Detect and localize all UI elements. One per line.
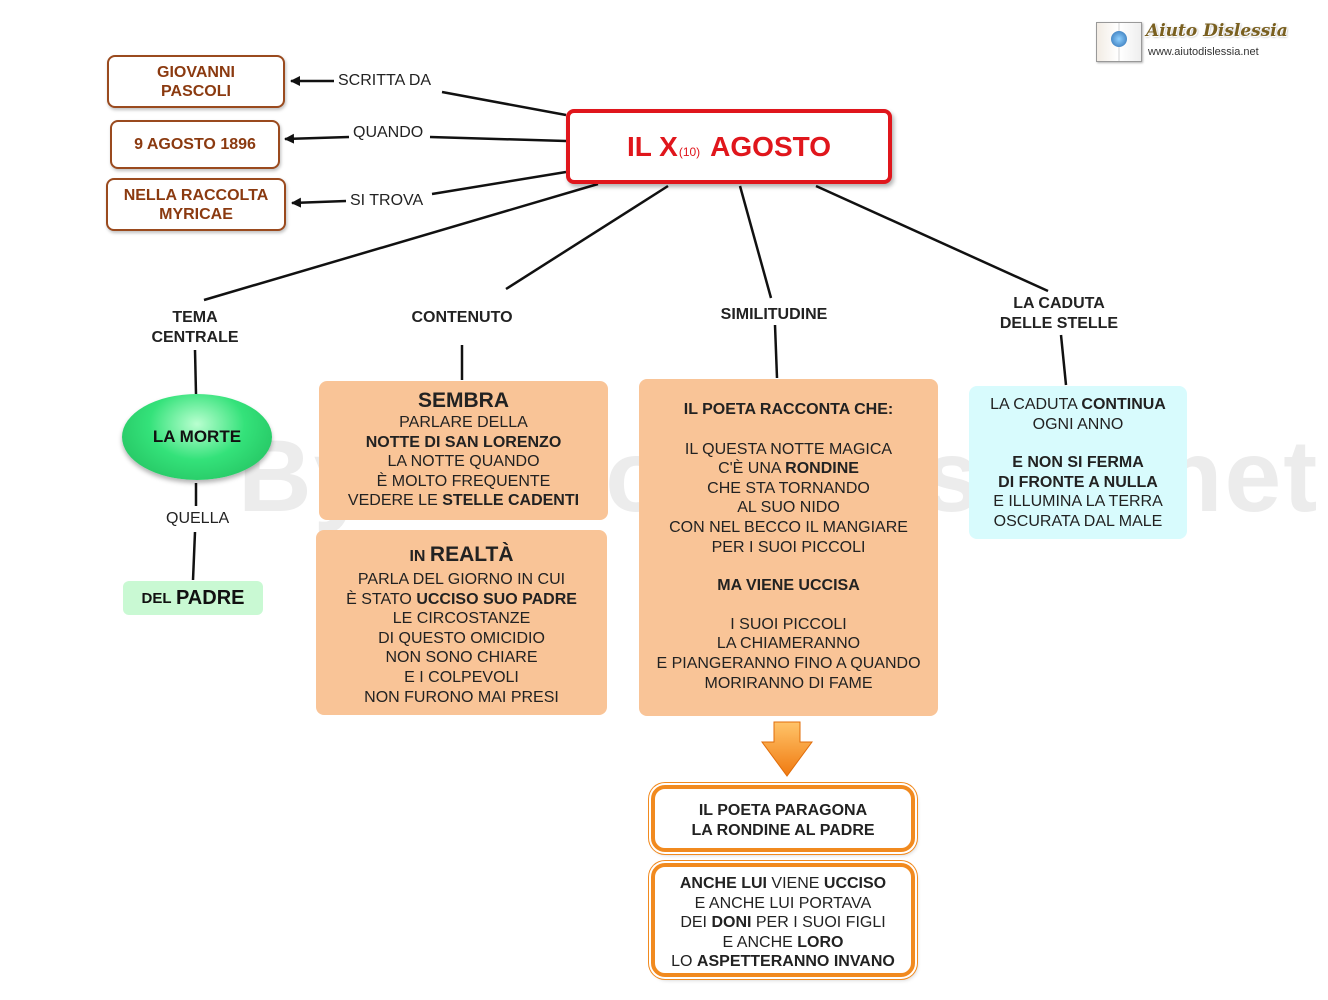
- realta-head: IN REALTÀ: [409, 543, 514, 566]
- padre-box: DEL PADRE: [123, 581, 263, 615]
- sembra-head: SEMBRA: [417, 389, 509, 412]
- line-title-tema: [203, 182, 599, 302]
- line-similitudine-poeta: [773, 324, 779, 379]
- label-quella: QUELLA: [163, 510, 233, 528]
- title-main: IL X: [626, 130, 678, 162]
- branch-contenuto: CONTENUTO: [392, 308, 532, 328]
- arrow-trova: [291, 197, 347, 208]
- title-box: IL X (10) AGOSTO: [566, 109, 892, 184]
- line-title-similitudine: [738, 185, 773, 299]
- logo-url: www.aiutodislessia.net: [1148, 46, 1259, 58]
- arrow-quando: [284, 133, 350, 144]
- logo-brand: Aiuto Dislessia: [1146, 21, 1288, 41]
- line-title-scritta: [441, 90, 567, 117]
- sembra-box: SEMBRA PARLARE DELLA NOTTE DI SAN LORENZ…: [319, 381, 608, 520]
- line-tema-morte: [193, 349, 198, 395]
- box-date: 9 AGOSTO 1896: [110, 120, 280, 169]
- book-icon: [1096, 22, 1142, 62]
- line-title-quando: [429, 135, 567, 143]
- logo[interactable]: Aiuto Dislessia www.aiutodislessia.net: [1094, 20, 1288, 64]
- box-pascoli: GIOVANNI PASCOLI: [107, 55, 285, 108]
- paragona-box: IL POETA PARAGONA LA RONDINE AL PADRE: [651, 785, 915, 852]
- caduta-box: LA CADUTA CONTINUA OGNI ANNO E NON SI FE…: [969, 386, 1187, 539]
- line-title-caduta: [815, 184, 1049, 293]
- label-si-trova: SI TROVA: [347, 192, 427, 210]
- label-quando: QUANDO: [350, 124, 427, 142]
- poeta-box: IL POETA RACCONTA CHE: IL QUESTA NOTTE M…: [639, 379, 938, 716]
- line-caduta-box: [1059, 334, 1068, 386]
- realta-box: IN REALTÀ PARLA DEL GIORNO IN CUI È STAT…: [316, 530, 607, 715]
- down-arrow-icon: [761, 721, 813, 777]
- line-title-trova: [431, 170, 567, 196]
- title-sub: (10): [678, 144, 701, 159]
- line-quella-padre: [191, 531, 197, 581]
- morte-label: LA MORTE: [152, 427, 242, 446]
- label-scritta-da: SCRITTA DA: [335, 72, 435, 90]
- line-title-contenuto: [505, 184, 669, 291]
- anche-box: ANCHE LUI VIENE UCCISO E ANCHE LUI PORTA…: [651, 863, 915, 977]
- title-end: AGOSTO: [710, 130, 832, 162]
- morte-ellipse: LA MORTE: [122, 394, 272, 480]
- branch-tema-centrale: TEMA CENTRALE: [151, 309, 239, 346]
- branch-similitudine: SIMILITUDINE: [696, 305, 852, 325]
- branch-caduta-stelle: LA CADUTA DELLE STELLE: [983, 294, 1135, 334]
- box-raccolta: NELLA RACCOLTA MYRICAE: [106, 178, 286, 231]
